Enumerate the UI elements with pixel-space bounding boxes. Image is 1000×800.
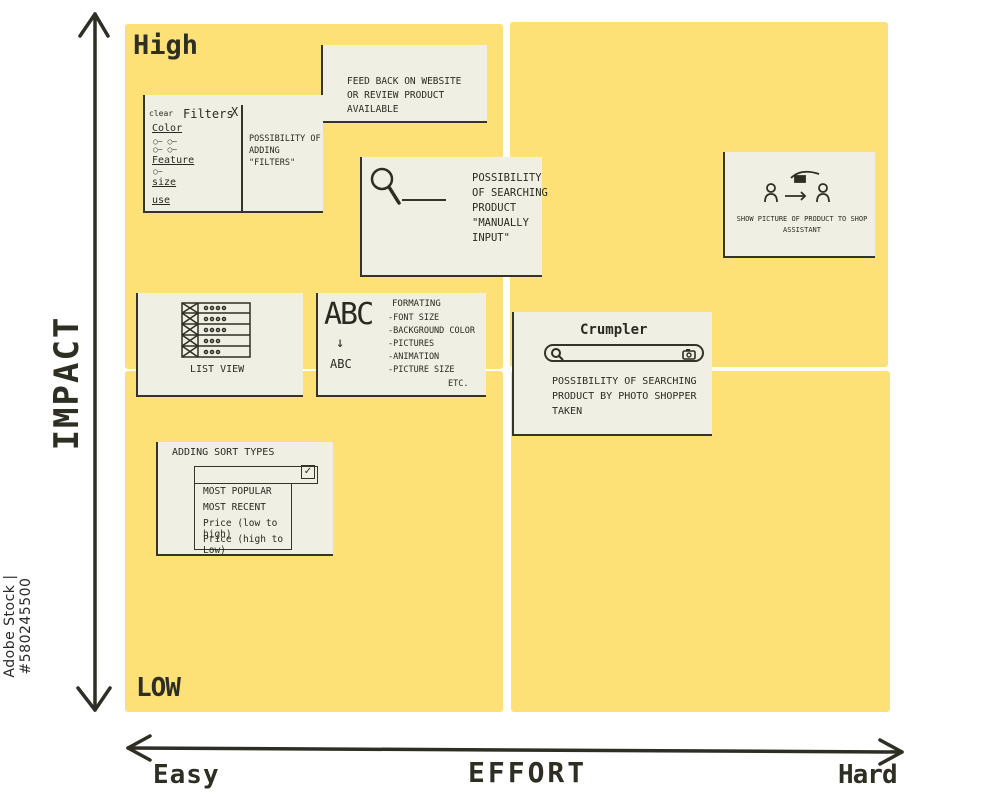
sort-option: Most recent	[203, 502, 266, 513]
filter-item: size	[152, 177, 177, 188]
sort-options-list: Most popular Most recent Price (low to h…	[194, 484, 292, 556]
effort-hard-label: Hard	[838, 760, 898, 790]
card-manual-search-text: Possibility of searching product "manual…	[472, 172, 548, 244]
card-manual-search: Possibility of searching product "manual…	[360, 157, 548, 277]
card-photo-search-text: Possibility of searching product by phot…	[552, 376, 697, 417]
chevron-down-icon: ✓	[301, 465, 315, 479]
format-item: -Font size	[388, 313, 440, 323]
effort-axis-title: EFFORT	[468, 756, 588, 789]
format-item: -Animation	[388, 352, 440, 362]
card-show-picture: Show picture of product to shop assistan…	[723, 152, 875, 258]
filter-item: Feature	[152, 155, 195, 166]
watermark-text: Adobe Stock | #580245500	[2, 574, 34, 678]
arrow-down-icon: ↓	[336, 335, 345, 351]
card-filters-text: Possibility of adding "filters"	[249, 134, 321, 168]
close-icon: X	[231, 105, 239, 119]
effort-axis-arrow-right	[878, 738, 904, 766]
card-formatting: ABC ↓ ABC Formating -Font size -Backgrou…	[316, 293, 486, 397]
card-sort-types: Adding sort types ✓ Most popular Most re…	[156, 442, 333, 556]
effort-easy-label: Easy	[153, 760, 220, 790]
card-feedback: Feed back on website or review product a…	[321, 45, 487, 123]
search-input-line	[402, 199, 446, 201]
effort-axis-arrow-left	[126, 734, 152, 762]
format-item: -Background color	[388, 326, 475, 336]
card-photo-search: Crumpler Possibility of searching produc…	[512, 312, 712, 436]
brand-logo-text: Crumpler	[580, 322, 648, 338]
impact-low-label: LOW	[136, 673, 181, 703]
card-feedback-text: Feed back on website or review product a…	[347, 76, 462, 115]
format-item: -Pictures	[388, 339, 435, 349]
format-small-text: ABC	[330, 357, 352, 371]
sort-title: Adding sort types	[172, 447, 275, 458]
filter-item: use	[152, 195, 171, 206]
format-large-text: ABC	[324, 297, 374, 332]
format-title: Formating	[392, 299, 441, 309]
impact-high-label: High	[133, 30, 199, 61]
sort-option: Price (high to Low)	[203, 534, 284, 556]
sort-option: Most popular	[203, 486, 272, 497]
format-etc: etc.	[448, 379, 469, 389]
search-icon	[551, 348, 564, 361]
impact-axis-arrow-down	[76, 686, 112, 712]
impact-axis-arrow-up	[78, 12, 110, 38]
card-list-view: List view	[136, 293, 303, 397]
format-item: -Picture size	[388, 365, 455, 375]
checkbox-icon: ○~ ○~	[153, 137, 178, 146]
person-to-shop-assistant-icon	[764, 170, 830, 203]
card-show-picture-text: Show picture of product to shop assistan…	[736, 215, 868, 234]
filters-clear-link: clear	[149, 109, 174, 118]
effort-axis-line	[126, 746, 904, 754]
filter-item: Color	[152, 123, 183, 134]
impact-axis-title: IMPACT	[47, 315, 87, 451]
card-filters: clear Filters X Color ○~ ○~ ○~ ○~ Featur…	[143, 95, 323, 213]
list-view-icon	[181, 302, 251, 358]
checkbox-icon: ○~ ○~	[153, 145, 178, 154]
filters-title: Filters	[183, 107, 234, 121]
card-list-view-label: List view	[190, 364, 245, 375]
search-bar	[544, 344, 704, 362]
filters-divider	[241, 105, 243, 211]
sort-dropdown: ✓	[194, 465, 318, 484]
camera-icon	[682, 349, 696, 360]
sort-option: Price (low to high)	[203, 518, 278, 540]
search-icon	[370, 167, 401, 205]
checkbox-icon: ○~	[153, 167, 163, 176]
